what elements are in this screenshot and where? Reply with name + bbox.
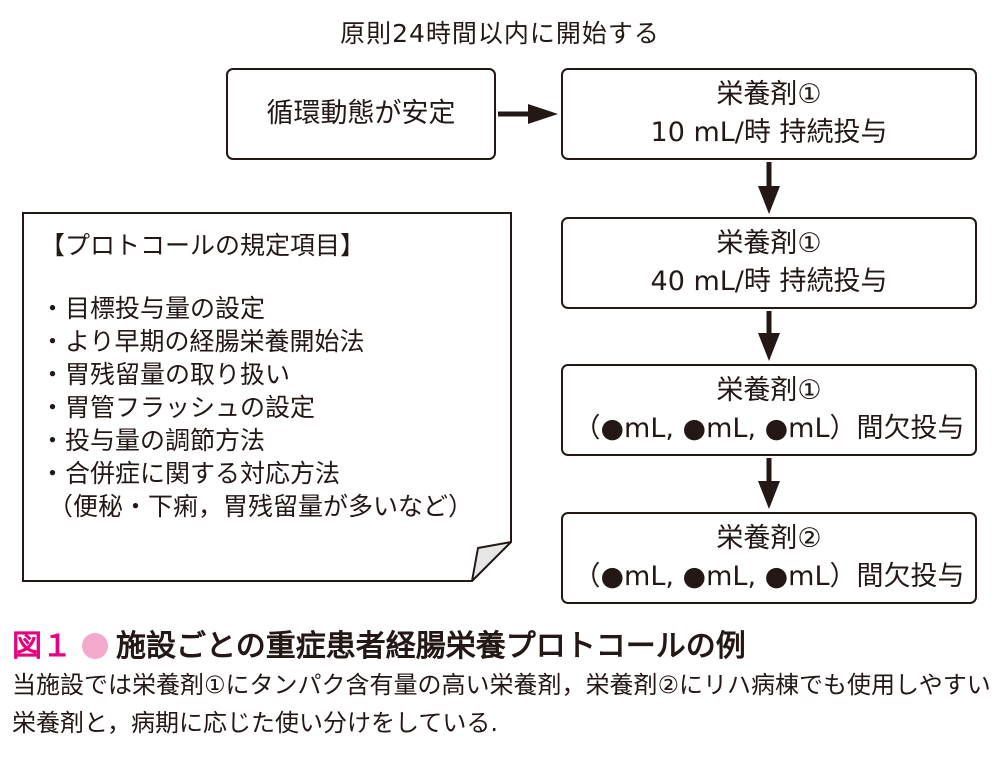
caption-dot-icon [82,633,108,659]
condition-label: 循環動態が安定 [266,98,456,129]
rules-item-sub: （便秘・下痢，胃残留量が多いなど） [48,492,474,521]
condition-box: 循環動態が安定 [226,68,496,160]
step-2-product: 栄養剤① [716,228,822,259]
rules-item: ・目標投与量の設定 [40,294,266,323]
step-2-rate: 40 mL/時 持続投与 [650,266,888,297]
step-1-product: 栄養剤① [716,79,822,110]
rules-heading: 【プロトコールの規定項目】 [40,231,366,260]
step-1-rate: 10 mL/時 持続投与 [650,117,888,148]
arrow-step1-to-step2 [758,162,780,214]
step-box-2: 栄養剤① 40 mL/時 持続投与 [561,217,977,309]
rules-item: ・より早期の経腸栄養開始法 [40,327,365,356]
rules-note-content: 【プロトコールの規定項目】 ・目標投与量の設定 ・より早期の経腸栄養開始法 ・胃… [40,229,473,523]
step-4-rate: （●mL, ●mL, ●mL）間欠投与 [573,561,965,592]
figure-caption-title: 図１ 施設ごとの重症患者経腸栄養プロトコールの例 [12,621,746,665]
arrow-condition-to-step1 [498,104,558,124]
figure-caption-body: 当施設では栄養剤①にタンパク含有量の高い栄養剤，栄養剤②にリハ病棟でも使用しやす… [12,671,991,737]
arrow-step3-to-step4 [758,458,780,509]
rules-item: ・胃管フラッシュの設定 [40,393,316,422]
step-3-rate: （●mL, ●mL, ●mL）間欠投与 [573,413,965,444]
note-folded-corner [471,541,512,582]
step-box-3: 栄養剤① （●mL, ●mL, ●mL）間欠投与 [561,364,977,456]
step-box-1: 栄養剤① 10 mL/時 持続投与 [561,68,977,160]
rules-item: ・合併症に関する対応方法 [40,459,341,488]
rules-item: ・胃残留量の取り扱い [40,360,291,389]
diagram-header: 原則24時間以内に開始する [340,19,660,48]
step-box-4: 栄養剤② （●mL, ●mL, ●mL）間欠投与 [561,512,977,604]
figure-label: 図１ [12,629,72,664]
rules-note-shape [22,212,512,582]
step-4-product: 栄養剤② [716,523,822,554]
figure-title: 施設ごとの重症患者経腸栄養プロトコールの例 [116,629,746,664]
rules-item: ・投与量の調節方法 [40,426,266,455]
step-3-product: 栄養剤① [716,375,822,406]
arrow-step2-to-step3 [758,311,780,361]
